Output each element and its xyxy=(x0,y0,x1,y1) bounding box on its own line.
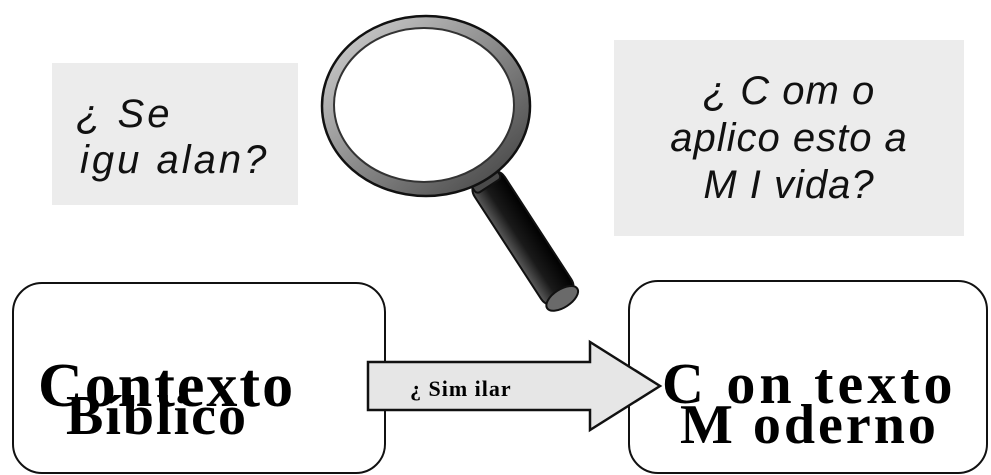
biblical-context-title: Contexto xyxy=(38,352,296,420)
modern-context-subtitle: M oderno xyxy=(680,394,939,456)
question-left-line-2: igu alan? xyxy=(80,138,270,182)
question-right-line-3: M I vida? xyxy=(703,163,875,207)
question-box-right: ¿ C om o aplico esto a M I vida? xyxy=(614,40,964,236)
magnifying-glass-icon xyxy=(320,14,580,312)
question-right-line-1: ¿ C om o xyxy=(702,69,876,113)
question-right-line-2: aplico esto a xyxy=(670,116,908,160)
biblical-context-box xyxy=(12,282,386,474)
magnifier-lens xyxy=(333,27,515,183)
question-left-line-1: ¿ Se xyxy=(76,92,173,136)
modern-context-box xyxy=(628,280,988,474)
biblical-context-subtitle: Bíblico xyxy=(66,385,249,447)
modern-context-title: C on texto xyxy=(662,351,957,416)
question-box-left: ¿ Se igu alan? xyxy=(52,63,298,205)
arrow-label: ¿ Sim ilar xyxy=(410,376,512,401)
